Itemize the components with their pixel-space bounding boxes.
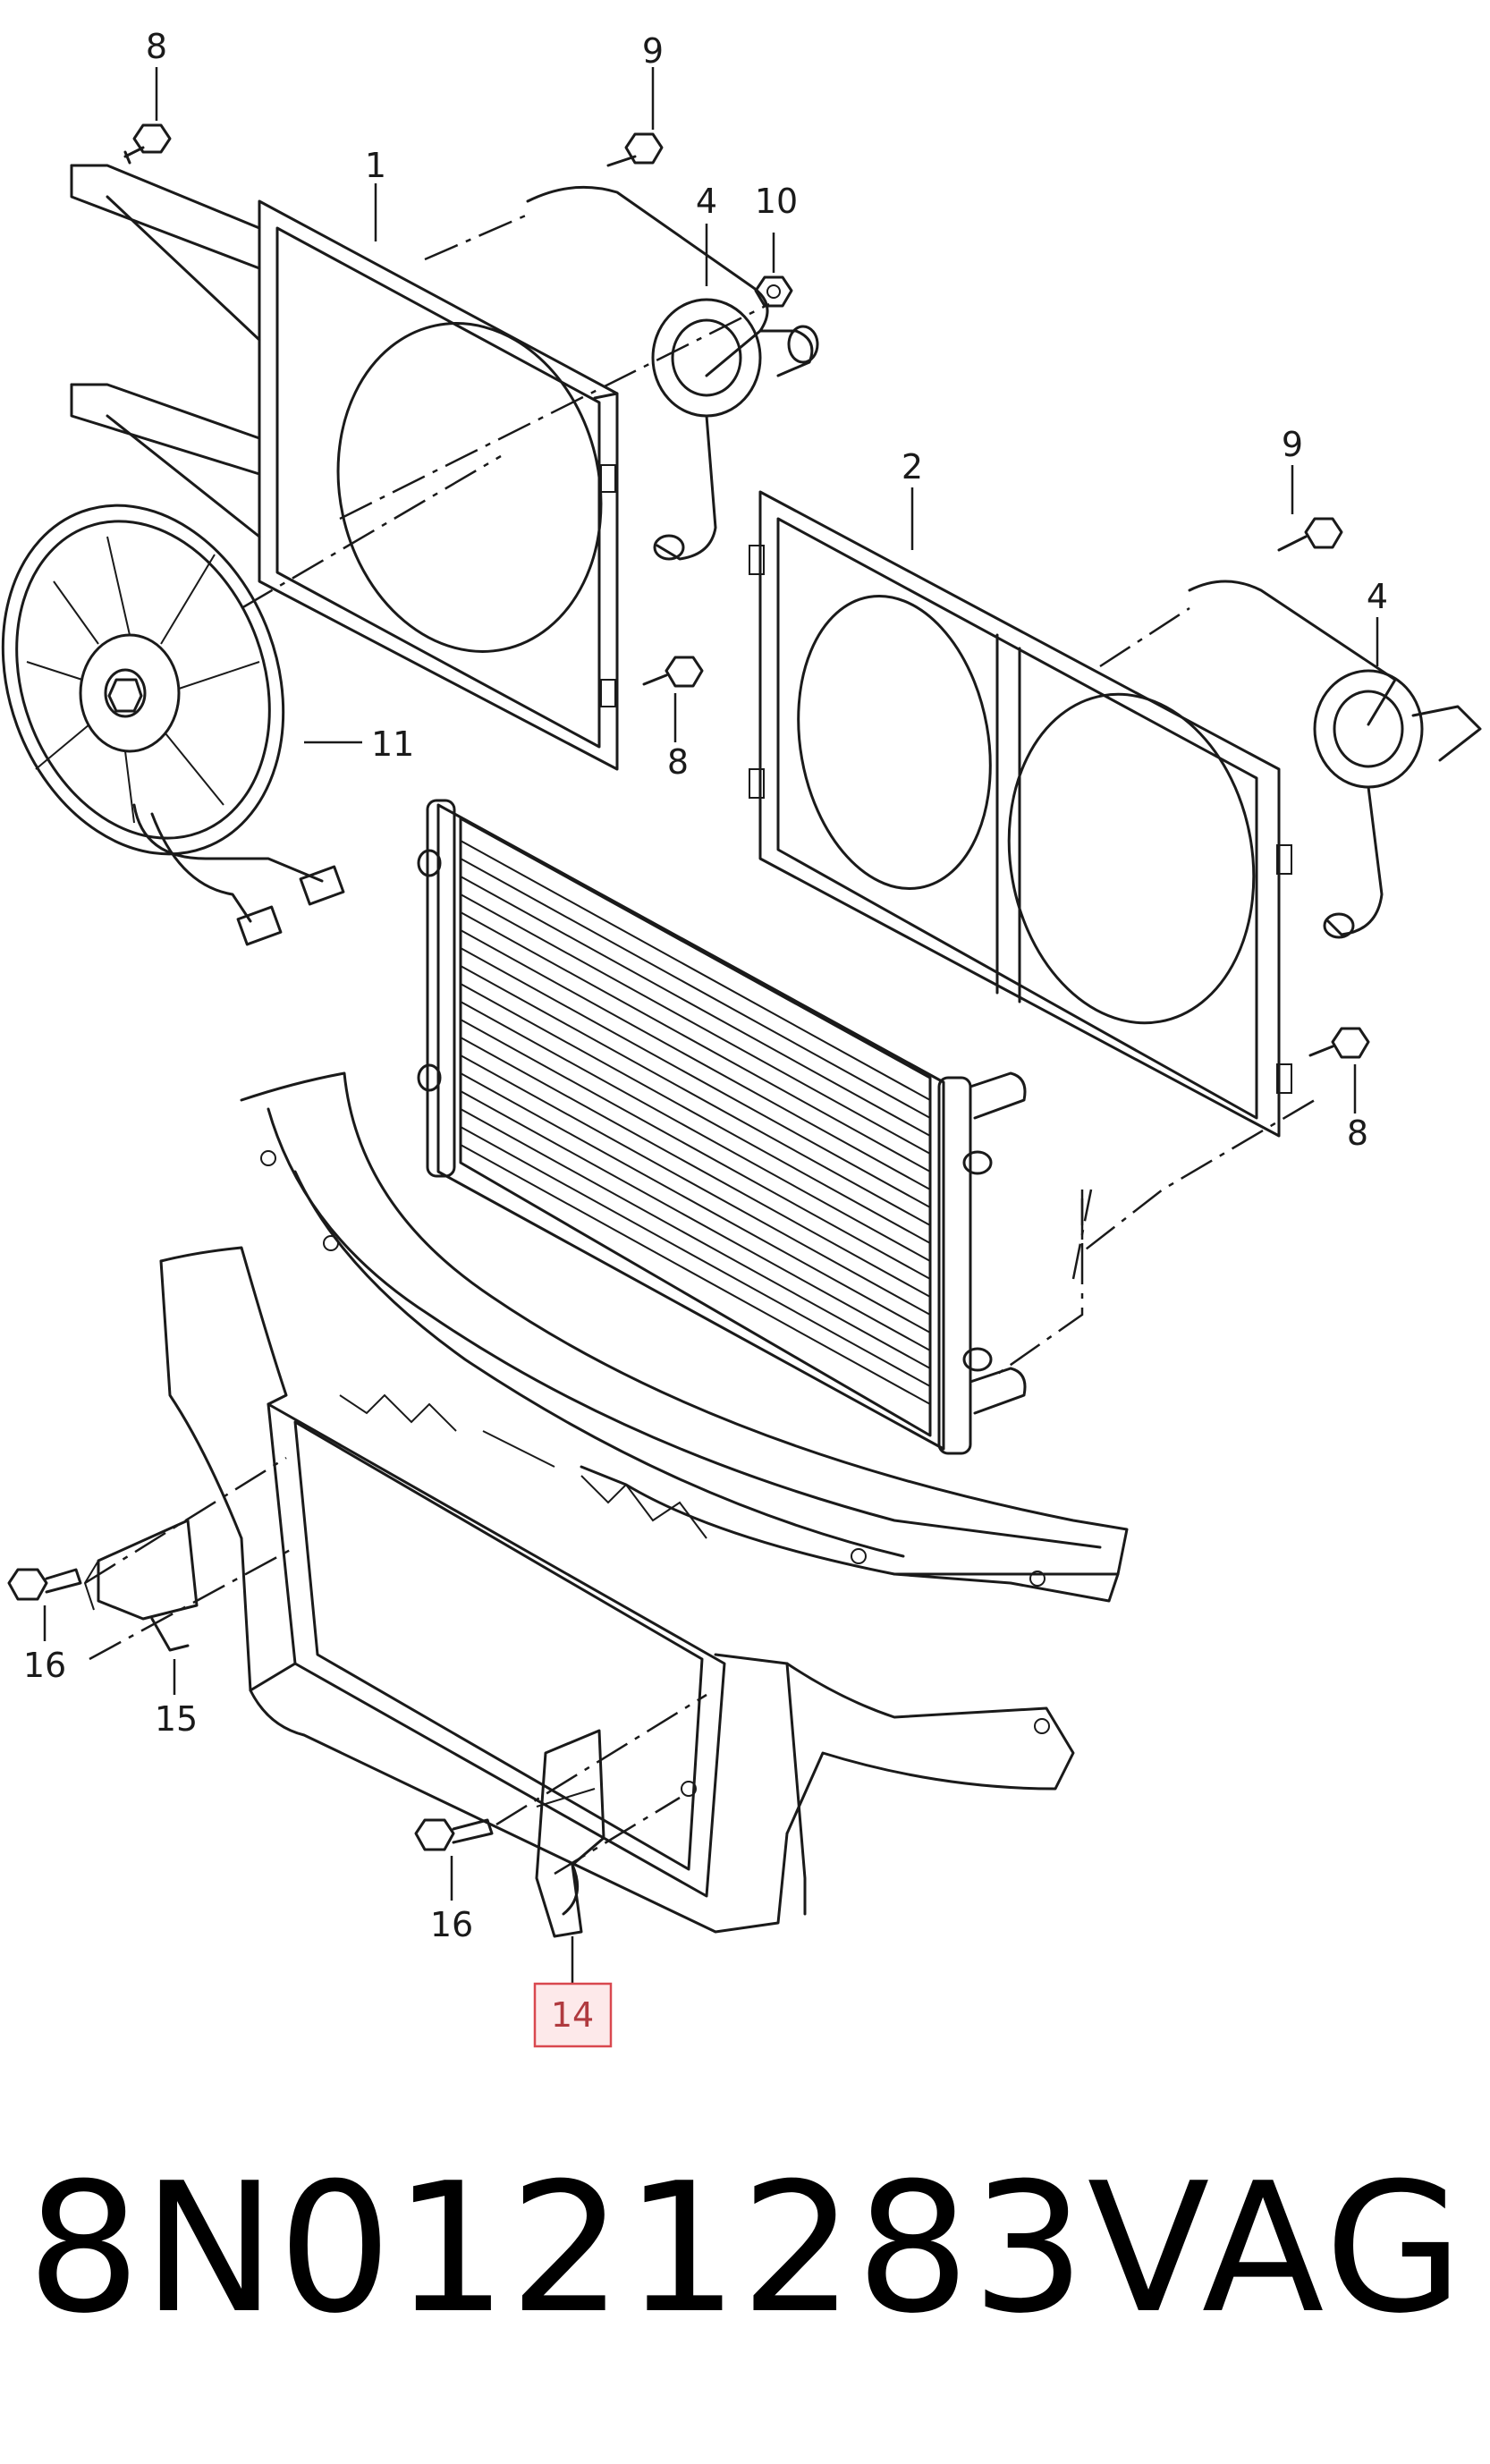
callout-16-right: 16 bbox=[430, 1905, 473, 1944]
callout-leaders bbox=[43, 67, 1379, 1986]
fan-shroud-double bbox=[749, 490, 1292, 1138]
callout-4-lower: 4 bbox=[1367, 577, 1388, 616]
screw-9-top bbox=[606, 132, 664, 167]
callout-1: 1 bbox=[365, 146, 386, 185]
air-guide-right bbox=[535, 1729, 605, 1938]
callout-11: 11 bbox=[371, 724, 414, 764]
screw-8-right bbox=[1308, 1027, 1370, 1059]
callout-2: 2 bbox=[902, 447, 923, 487]
brand-name: VAG bbox=[1087, 2145, 1467, 2353]
callout-8-middle: 8 bbox=[667, 742, 689, 782]
fan-mount-bracket-upper bbox=[526, 185, 819, 561]
radiator-core bbox=[417, 799, 1027, 1455]
callout-labels: 8 9 1 4 10 2 9 4 11 8 8 16 15 16 14 bbox=[23, 27, 1388, 2048]
cooling-fan-motor bbox=[1, 504, 345, 946]
bolt-16-left bbox=[7, 1568, 82, 1601]
highlight-box bbox=[533, 1982, 613, 2048]
callout-14: 14 bbox=[551, 1995, 594, 2035]
nut-10 bbox=[754, 275, 793, 308]
screw-8-top bbox=[123, 123, 172, 165]
callout-8-right: 8 bbox=[1347, 1113, 1368, 1153]
callout-15: 15 bbox=[155, 1699, 198, 1739]
callout-16-left: 16 bbox=[23, 1646, 66, 1685]
fan-shroud-single bbox=[70, 164, 619, 771]
callout-14-highlight: 14 bbox=[533, 1982, 613, 2048]
footer: 8N0121283 VAG bbox=[27, 2138, 1467, 2361]
screw-8-middle bbox=[642, 656, 704, 688]
callout-9-top: 9 bbox=[642, 31, 664, 71]
air-guide-left bbox=[83, 1519, 199, 1652]
fan-mount-bracket-lower bbox=[1188, 580, 1482, 939]
callout-4-upper: 4 bbox=[696, 182, 717, 221]
part-number: 8N0121283 bbox=[27, 2145, 1088, 2353]
callout-10: 10 bbox=[755, 182, 798, 221]
assembly-lines bbox=[84, 213, 1316, 1876]
callout-9-right: 9 bbox=[1282, 425, 1303, 464]
radiator-fins bbox=[460, 840, 931, 1405]
callout-8-top: 8 bbox=[146, 27, 167, 66]
screw-9-right bbox=[1277, 517, 1343, 552]
bolt-16-right bbox=[414, 1818, 494, 1851]
front-lock-carrier bbox=[159, 1071, 1129, 1934]
